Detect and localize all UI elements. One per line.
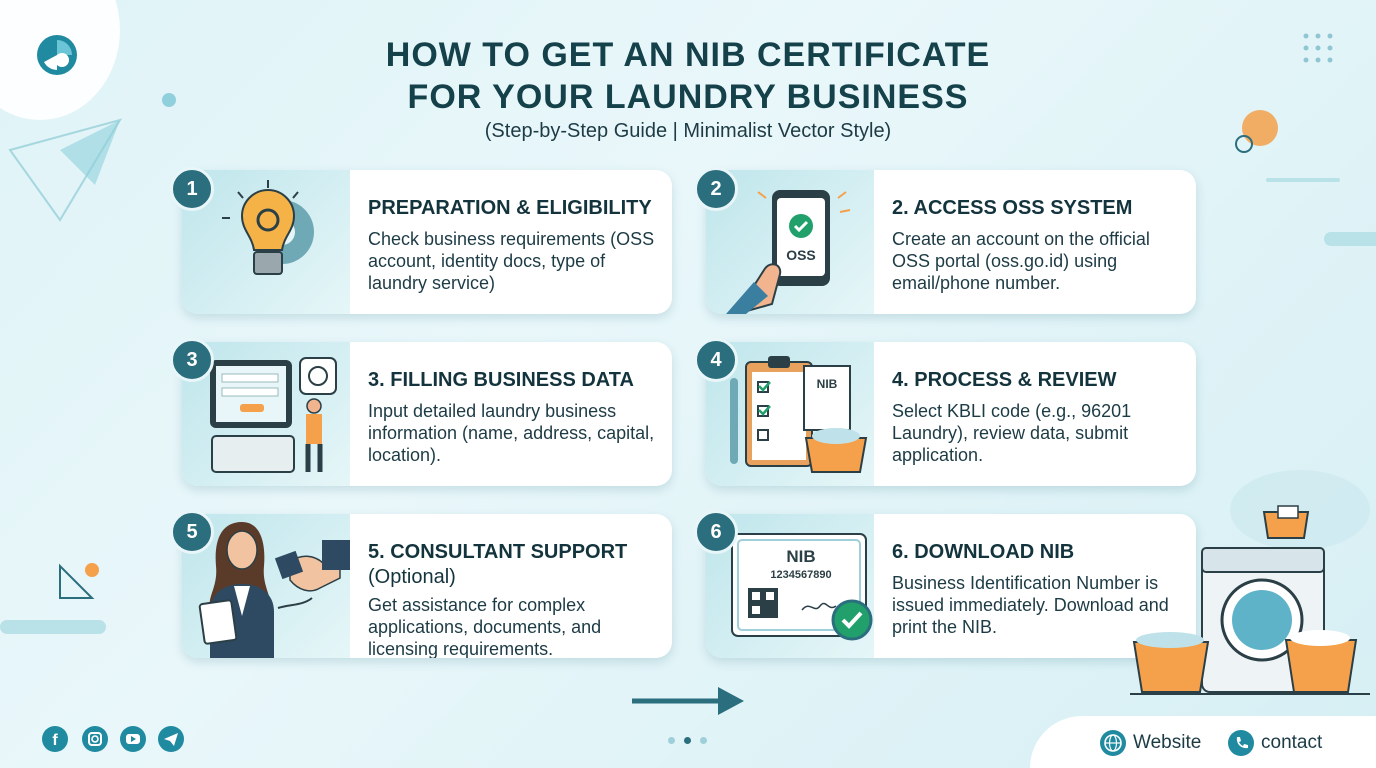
step-title-optional: (Optional) <box>368 566 456 588</box>
youtube-icon[interactable] <box>120 726 146 752</box>
step-description: Input detailed laundry business informat… <box>368 401 655 465</box>
contact-link[interactable]: contact <box>1261 732 1323 753</box>
page-title-line1: HOW TO GET AN NIB CERTIFICATE <box>385 36 991 74</box>
step-description: Check business requirements (OSS account… <box>368 229 655 293</box>
line-decoration <box>1324 232 1376 246</box>
globe-icon[interactable] <box>1100 730 1126 756</box>
step-title: 2. ACCESS OSS SYSTEM <box>892 197 1133 219</box>
certificate-number-text: 1234567890 <box>770 569 831 581</box>
dots-grid-decoration <box>1303 33 1333 63</box>
phone-icon[interactable] <box>1228 730 1254 756</box>
telegram-icon[interactable] <box>158 726 184 752</box>
pager-dot <box>700 737 707 744</box>
step-title: 3. FILLING BUSINESS DATA <box>368 369 634 391</box>
step-description: Create an account on the official OSS po… <box>892 229 1150 293</box>
step-number-badge: 6 <box>694 510 738 554</box>
step-description: Select KBLI code (e.g., 96201 Laundry), … <box>892 401 1132 465</box>
footer-panel <box>1030 716 1376 768</box>
triangle-decoration <box>59 563 99 599</box>
arrow-right-icon <box>632 687 744 715</box>
step-number-badge: 2 <box>694 167 738 211</box>
dot-decoration <box>162 93 176 107</box>
step-description: Business Identification Number is issued… <box>892 573 1169 637</box>
step-number-badge: 4 <box>694 338 738 382</box>
certificate-title-text: NIB <box>786 547 815 566</box>
tablet-form-icon <box>210 357 337 473</box>
circles-decoration <box>1235 110 1278 153</box>
nib-art-text: NIB <box>817 377 838 391</box>
step-number-badge: 3 <box>170 338 214 382</box>
laundry-machine-illustration <box>1130 470 1370 695</box>
page-title-line2: FOR YOUR LAUNDRY BUSINESS <box>407 78 969 116</box>
pager-dot-active <box>684 737 691 744</box>
svg-text:f: f <box>52 732 58 749</box>
step-number-badge: 5 <box>170 510 214 554</box>
step-title: 4. PROCESS & REVIEW <box>892 369 1117 391</box>
step-title: 6. DOWNLOAD NIB <box>892 541 1075 563</box>
page-subtitle: (Step-by-Step Guide | Minimalist Vector … <box>484 120 892 142</box>
pager-dot <box>668 737 675 744</box>
lightbulb-gear-icon <box>222 180 314 275</box>
step-card-5: 5. CONSULTANT SUPPORT (Optional) Get ass… <box>182 514 672 658</box>
step-card-1: PREPARATION & ELIGIBILITY Check business… <box>182 170 672 314</box>
brand-logo-icon <box>37 35 77 75</box>
line-decoration <box>1266 178 1340 182</box>
step-card-2: OSS 2. ACCESS OSS SYSTEM Create an accou… <box>706 170 1196 314</box>
step-title: PREPARATION & ELIGIBILITY <box>368 197 652 219</box>
step-card-6: NIB 1234567890 6. DOWNLOAD NIB Business … <box>706 514 1196 658</box>
paper-plane-decoration <box>8 118 123 222</box>
facebook-icon[interactable]: f <box>42 726 68 752</box>
phone-oss-icon: OSS <box>726 190 851 314</box>
step-number-badge: 1 <box>170 167 214 211</box>
step-art <box>182 514 350 658</box>
consultant-handshake-icon <box>198 522 350 658</box>
website-link[interactable]: Website <box>1133 732 1202 753</box>
step-art: OSS <box>706 170 874 314</box>
certificate-icon: NIB 1234567890 <box>731 533 873 641</box>
step-card-4: NIB 4. PROCESS & REVIEW Select KBLI code… <box>706 342 1196 486</box>
checklist-basket-icon: NIB <box>730 356 868 473</box>
step-description: Get assistance for complex applications,… <box>368 595 602 658</box>
oss-art-text: OSS <box>786 247 816 263</box>
step-card-3: 3. FILLING BUSINESS DATA Input detailed … <box>182 342 672 486</box>
step-title: 5. CONSULTANT SUPPORT <box>368 541 628 563</box>
line-decoration <box>0 620 106 634</box>
instagram-icon[interactable] <box>82 726 108 752</box>
